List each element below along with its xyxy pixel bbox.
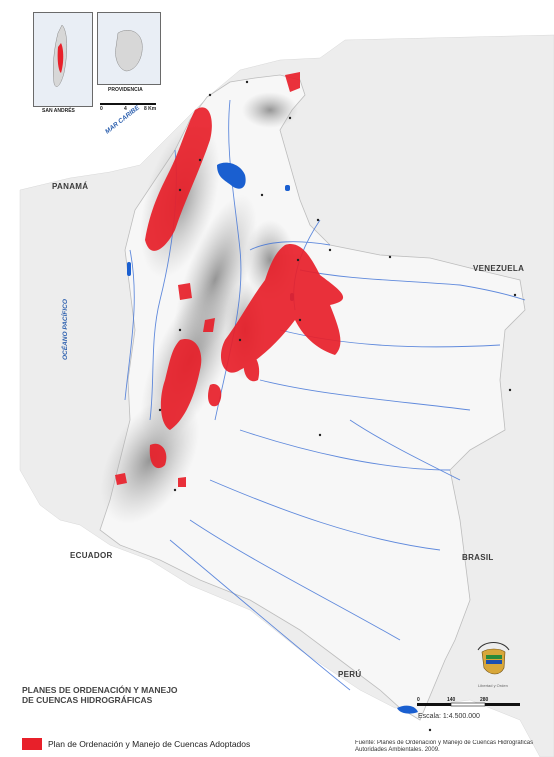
scale-text: Escala: 1:4.500.000 [418, 713, 480, 720]
source-line-1: Fuente: Planes de Ordenación y Manejo de… [355, 740, 534, 746]
inset-scale-tick-4: 4 [124, 106, 127, 112]
providencia-island-map [98, 13, 160, 84]
seal-caption: Libertad y Orden [478, 683, 508, 688]
legend: Plan de Ordenación y Manejo de Cuencas A… [22, 737, 250, 751]
map-title-line-1: PLANES DE ORDENACIÓN Y MANEJO [22, 685, 178, 695]
inset-san-andres: SAN ANDRÉS [33, 12, 93, 114]
label-peru: PERÚ [338, 670, 362, 679]
label-oceano-pacifico: OCÉANO PACÍFICO [62, 299, 69, 360]
map-title-line-2: DE CUENCAS HIDROGRÁFICAS [22, 695, 153, 705]
legend-item-basins: Plan de Ordenación y Manejo de Cuencas A… [48, 739, 251, 749]
source-note: Fuente: Planes de Ordenación y Manejo de… [355, 740, 554, 754]
san-andres-island-map [34, 13, 92, 106]
inset-scale-tick-8: 8 Km [144, 106, 157, 112]
map-title: PLANES DE ORDENACIÓN Y MANEJO DE CUENCAS… [22, 685, 178, 705]
scale-tick-140: 140 [447, 697, 456, 703]
scale-bar [417, 702, 520, 707]
label-panama: PANAMÁ [52, 182, 89, 191]
inset-providencia: PROVIDENCIA 0 4 8 Km [97, 12, 161, 112]
colombia-coat-of-arms-icon [477, 642, 510, 675]
label-ecuador: ECUADOR [70, 551, 113, 560]
scale-tick-280: 280 [480, 697, 489, 703]
water-bodies [127, 162, 418, 714]
label-venezuela: VENEZUELA [473, 264, 525, 273]
inset-scale-bar [100, 103, 156, 105]
label-brasil: BRASIL [462, 553, 494, 562]
inset-label-san-andres: SAN ANDRÉS [42, 108, 75, 114]
scale-tick-0: 0 [417, 697, 420, 703]
legend-swatch-basins [22, 738, 42, 750]
city-markers [158, 80, 517, 732]
rivers [124, 99, 526, 691]
inset-scale-tick-0: 0 [100, 106, 103, 112]
source-line-2: Autoridades Ambientales. 2009. [355, 747, 440, 753]
basin-plans [115, 72, 344, 487]
inset-label-providencia: PROVIDENCIA [108, 87, 143, 93]
